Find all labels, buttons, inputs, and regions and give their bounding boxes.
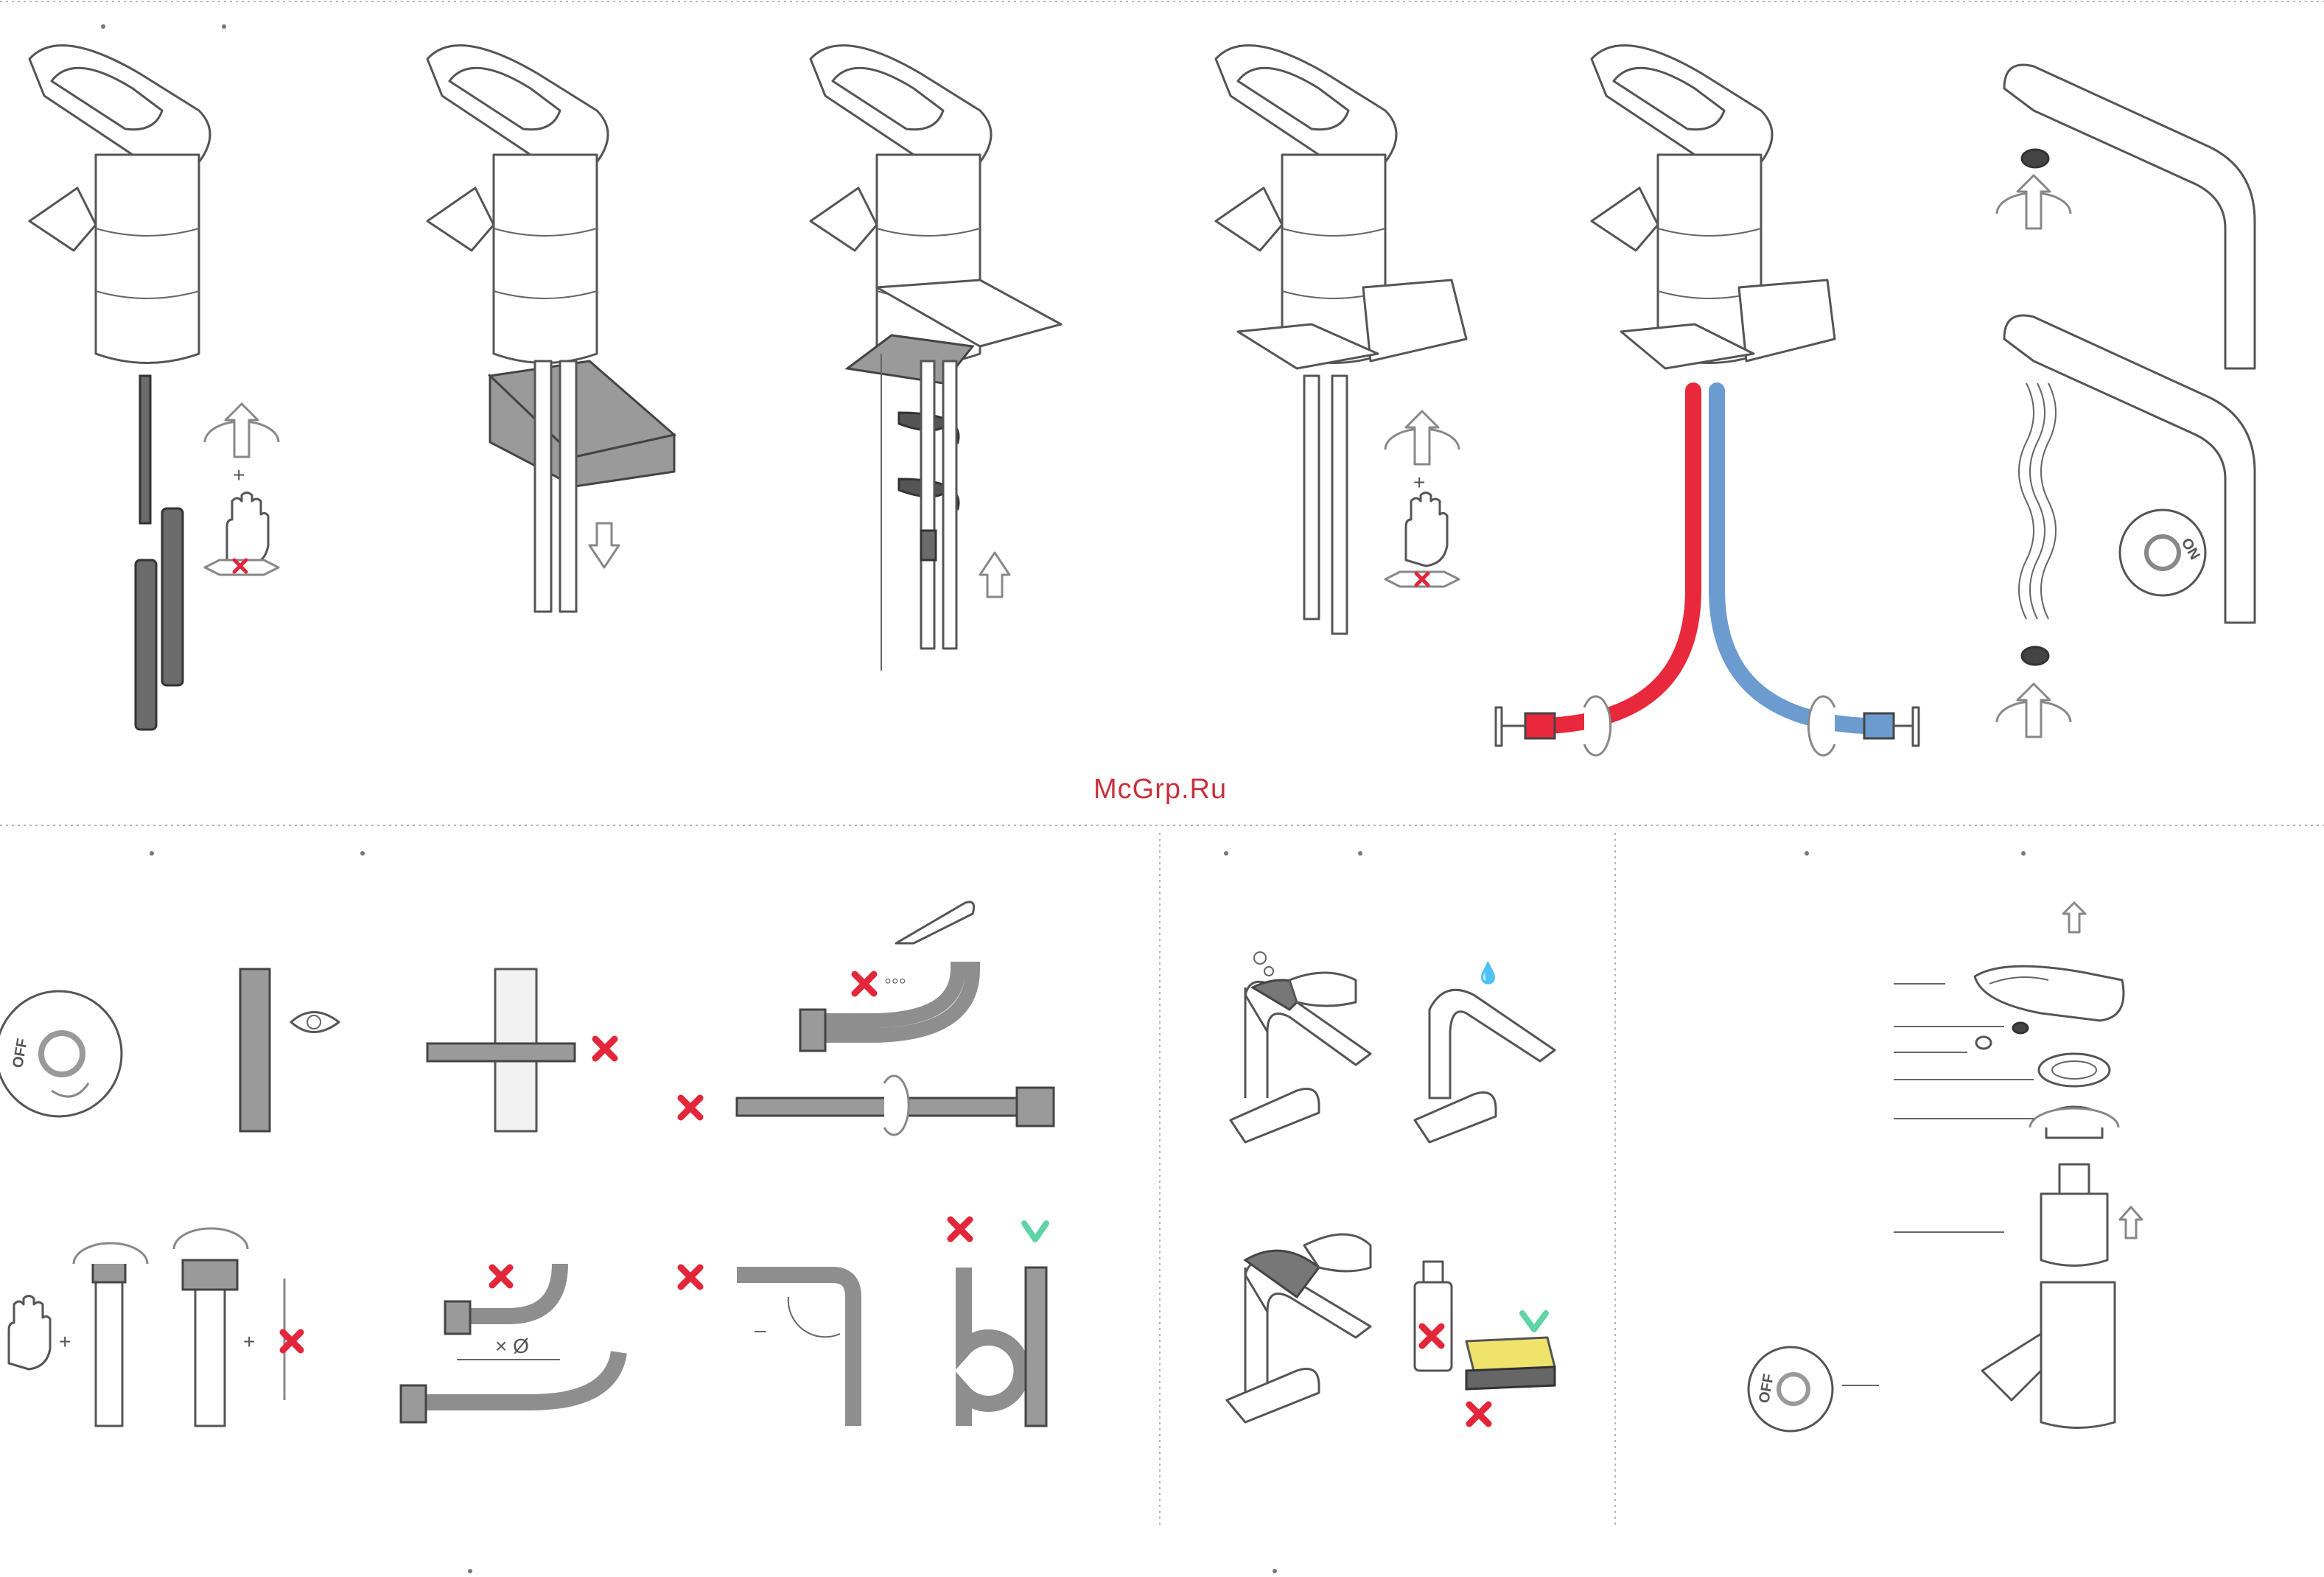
cross-icon [492, 1267, 510, 1285]
rotate-arrows-icon [2030, 1108, 2118, 1127]
dial-on-icon: ON [2120, 510, 2205, 595]
eye-icon [291, 1013, 339, 1032]
cross-icon [681, 1098, 700, 1117]
dial-off-icon: OFF [1749, 1347, 1833, 1431]
hose-through-wall [427, 969, 615, 1131]
step-4-tighten-nut: + [1216, 46, 1466, 634]
check-icon [1024, 1223, 1046, 1239]
step-3-mount-bracket [811, 46, 1061, 671]
step-2-insert-through-sink [427, 46, 674, 612]
hose-bend-radius: × Ø [401, 1264, 619, 1422]
hose-no-twist [681, 1076, 1054, 1135]
svg-text:💧: 💧 [1475, 961, 1501, 985]
step-6-remove-aerator-flush: ON [1997, 65, 2255, 737]
cross-icon [283, 1332, 301, 1350]
hose-inspect [240, 969, 339, 1131]
cross-icon [595, 1039, 615, 1058]
cross-icon [855, 974, 874, 993]
angle-label: – [755, 1318, 766, 1341]
hose-no-kink: – [681, 1220, 1046, 1426]
watermark: McGrp.Ru [1093, 774, 1227, 805]
dimension-label: × Ø [495, 1335, 529, 1357]
step-1-tap-and-hoses: + [29, 46, 279, 730]
cross-icon [951, 1220, 970, 1239]
svg-text:+: + [1413, 471, 1425, 494]
hose-hand-tighten: + + [9, 1228, 301, 1426]
step-5-connect-hot-cold [1496, 46, 1919, 755]
rotate-arrows-icon [1385, 411, 1459, 464]
exploded-view: OFF [1749, 903, 2142, 1431]
check-icon [1522, 1313, 1546, 1329]
hand-icon [9, 1296, 50, 1370]
rotate-arrows-icon [205, 404, 279, 457]
svg-text:◦◦◦: ◦◦◦ [884, 969, 906, 992]
svg-text:+: + [59, 1330, 71, 1353]
hand-icon [227, 493, 268, 567]
svg-text:+: + [233, 464, 245, 486]
cleaning-steps: 💧 [1227, 952, 1555, 1424]
cross-icon [1469, 1405, 1488, 1424]
rotate-arrows-icon [74, 1243, 147, 1264]
hose-no-heat: ◦◦◦ [800, 902, 974, 1051]
rotate-arrows-icon [174, 1228, 248, 1249]
hand-icon [1406, 493, 1447, 567]
cross-icon [681, 1267, 700, 1287]
dial-off-icon: OFF [0, 991, 122, 1116]
svg-text:+: + [243, 1330, 255, 1353]
